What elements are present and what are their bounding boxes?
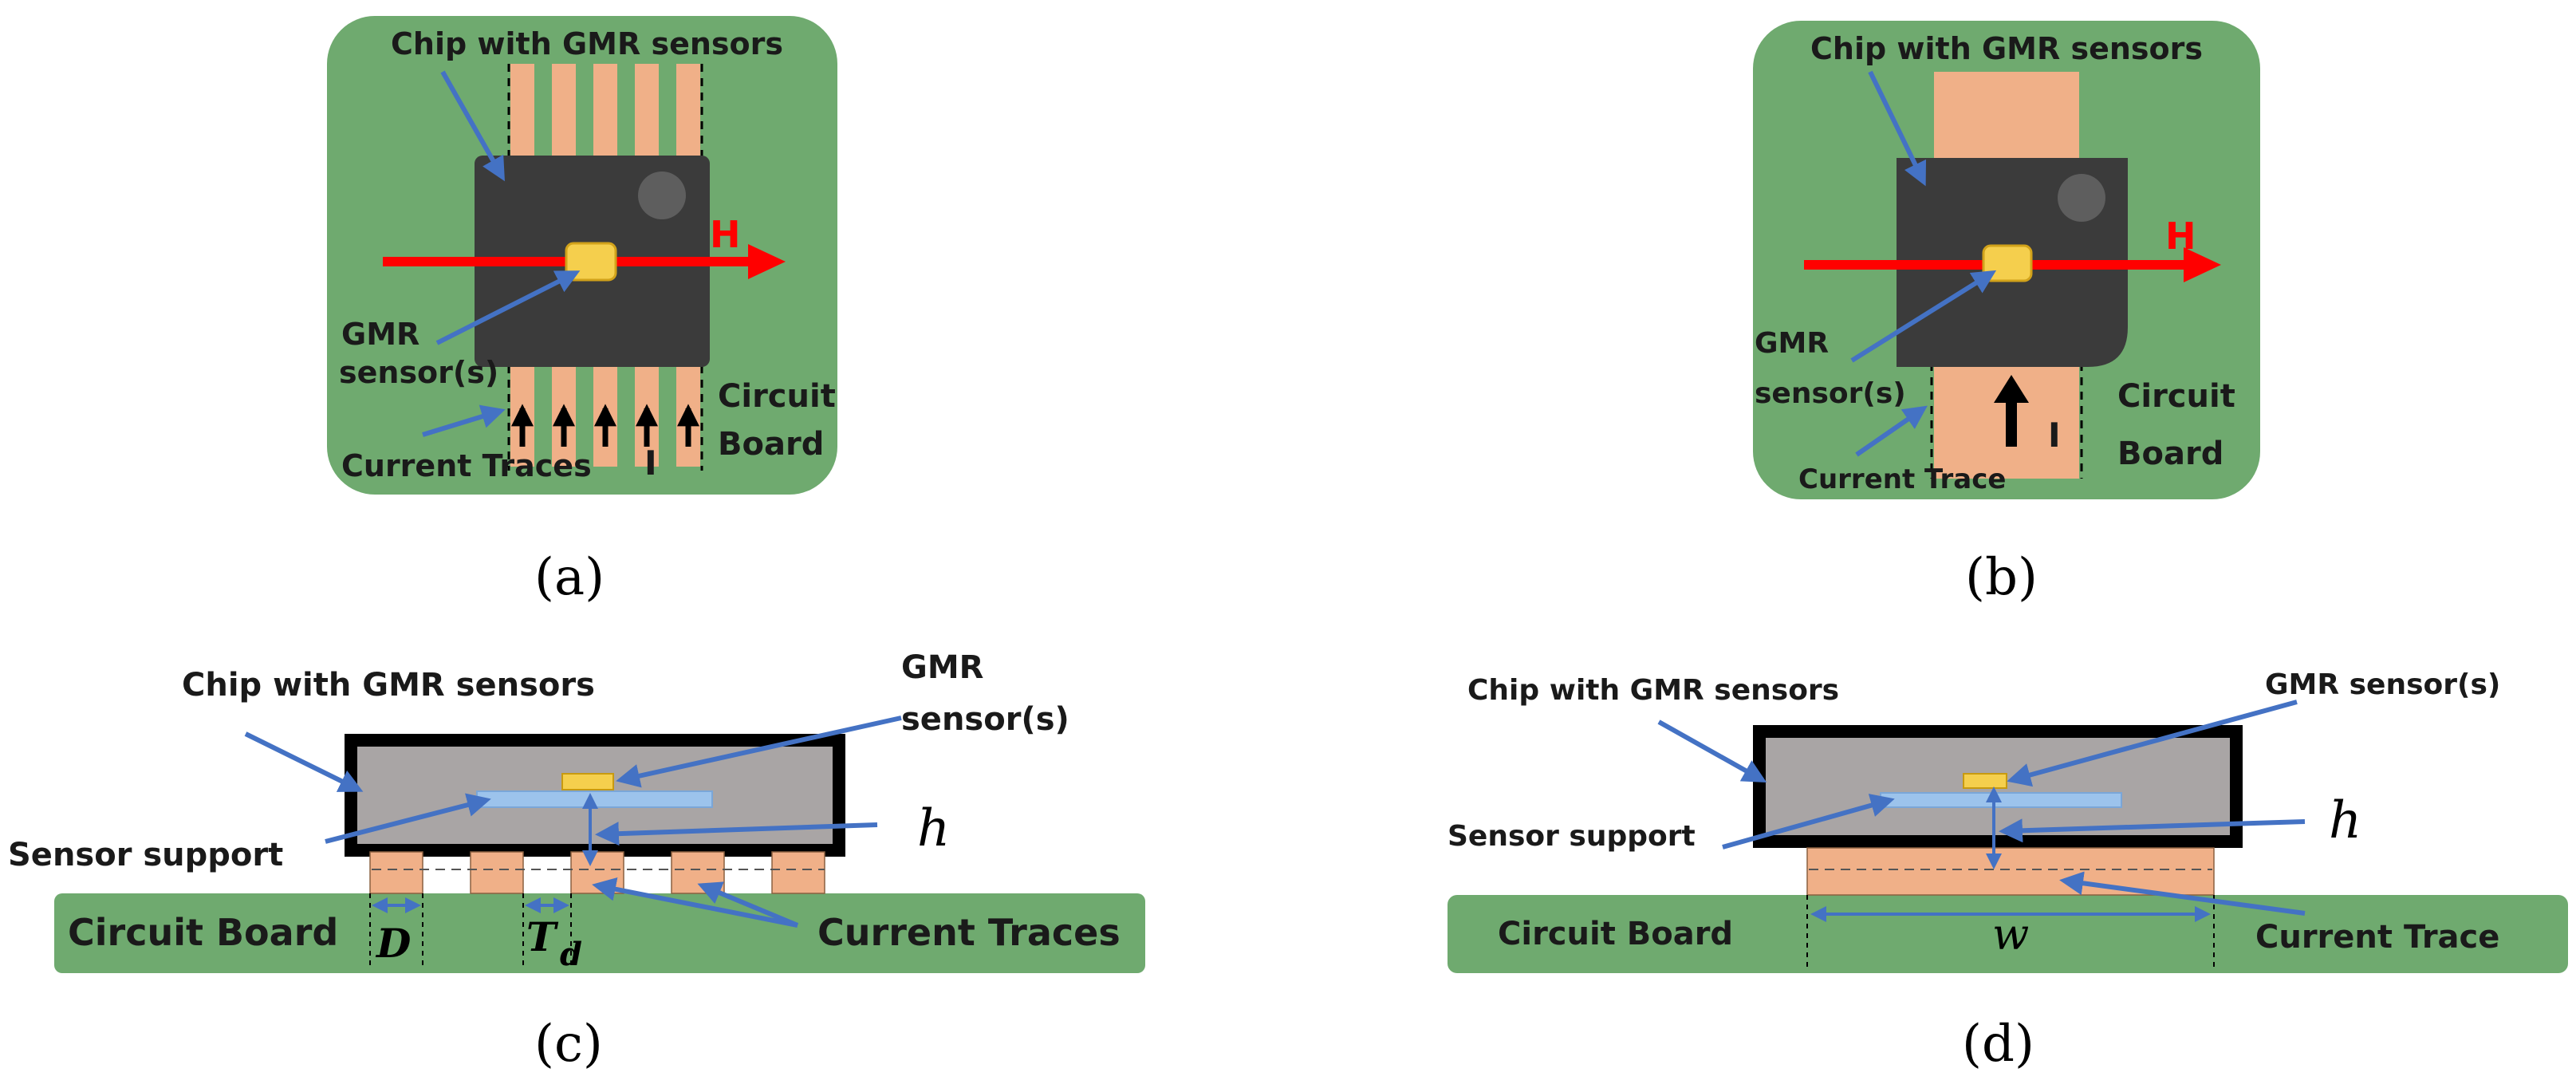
- pointer-chip: [1657, 719, 1767, 782]
- chip-label: Chip with GMR sensors: [391, 26, 783, 61]
- trace-label: Current Trace: [2255, 919, 2499, 956]
- pointer-chip: [1868, 70, 1927, 187]
- caption-c: (c): [534, 1015, 603, 1074]
- support-label: Sensor support: [1448, 820, 1696, 853]
- support-label: Sensor support: [8, 837, 283, 873]
- pointer-sensor: [616, 715, 902, 788]
- sensor-support: [1880, 792, 2122, 808]
- pointer-sensor: [1850, 270, 1997, 363]
- dimension-guides: [1806, 895, 2215, 970]
- pointer-chip: [244, 731, 364, 792]
- board-label-line1: Circuit: [2117, 378, 2235, 415]
- chip-label: Chip with GMR sensors: [1467, 674, 1839, 707]
- board-label-line1: Circuit: [718, 378, 836, 415]
- board-label: Circuit Board: [1498, 916, 1733, 952]
- h-label: h: [2329, 791, 2361, 850]
- sensor-label-line2: sensor(s): [1755, 377, 1906, 410]
- caption-d: (d): [1962, 1015, 2034, 1074]
- chip-label: Chip with GMR sensors: [182, 667, 595, 704]
- pointer-traces-1: [592, 877, 798, 928]
- sensor-label-line2: sensor(s): [339, 355, 498, 390]
- current-trace: [1806, 847, 2215, 896]
- current-traces-top: [510, 64, 700, 156]
- sensor-label: GMR sensor(s): [2265, 668, 2500, 701]
- panel-a: H Chip with GMR sensors GMR sensor(s) Ci…: [327, 16, 837, 607]
- panel-b: H Chip with GMR sensors GMR sensor(s) Ci…: [1753, 21, 2260, 607]
- pointer-sensor: [2007, 700, 2298, 787]
- trace-label: Current Trace: [1798, 463, 2006, 495]
- caption-a: (a): [534, 548, 605, 607]
- td-subscript: d: [560, 936, 582, 973]
- pointer-support: [1722, 794, 1895, 850]
- pointer-trace: [1855, 405, 1928, 457]
- sensor-label-line1: GMR: [1755, 327, 1829, 360]
- chip-pin1-dot: [638, 171, 686, 219]
- board-label-line2: Board: [718, 426, 824, 463]
- panel-d: Chip with GMR sensors GMR sensor(s) Sens…: [1448, 668, 2568, 1074]
- dimension-guides: [369, 893, 572, 970]
- h-label: h: [917, 799, 950, 858]
- pointer-h: [1999, 818, 2306, 843]
- pointer-chip: [440, 70, 505, 182]
- board-label-line2: Board: [2117, 436, 2223, 472]
- pointer-sensor: [435, 270, 581, 345]
- chip-label: Chip with GMR sensors: [1810, 31, 2203, 66]
- traces-label: Current Traces: [817, 911, 1121, 954]
- current-arrows: [511, 404, 699, 447]
- pointer-traces-2: [697, 881, 799, 928]
- t-label: T: [526, 913, 559, 960]
- current-label: I: [2048, 416, 2061, 455]
- field-label: H: [710, 213, 741, 256]
- w-label: w: [1992, 909, 2029, 960]
- pointer-trace: [2059, 871, 2306, 916]
- gmr-sensor: [561, 773, 614, 790]
- sensor-label-line1: GMR: [341, 317, 419, 352]
- pointer-support: [325, 793, 491, 844]
- pointer-h: [595, 822, 878, 846]
- field-label: H: [2165, 215, 2196, 258]
- chip-pin1-dot: [2058, 174, 2105, 222]
- circuit-board: [54, 893, 1145, 973]
- sensor-label-line2: sensor(s): [901, 701, 1069, 738]
- gmr-sensor: [1963, 773, 2007, 789]
- sensor-label-line1: GMR: [901, 649, 983, 686]
- circuit-board: [1448, 895, 2568, 973]
- current-arrow: [1994, 375, 2029, 447]
- current-label: I: [644, 443, 657, 483]
- caption-b: (b): [1965, 548, 2038, 607]
- pointer-traces: [422, 404, 506, 437]
- board-label: Circuit Board: [68, 911, 338, 954]
- traces-label: Current Traces: [341, 448, 592, 483]
- sensor-support: [476, 790, 713, 808]
- current-trace-top: [1934, 72, 2079, 160]
- panel-c: Chip with GMR sensors GMR sensor(s) Sens…: [8, 649, 1145, 1074]
- d-label: D: [375, 920, 411, 967]
